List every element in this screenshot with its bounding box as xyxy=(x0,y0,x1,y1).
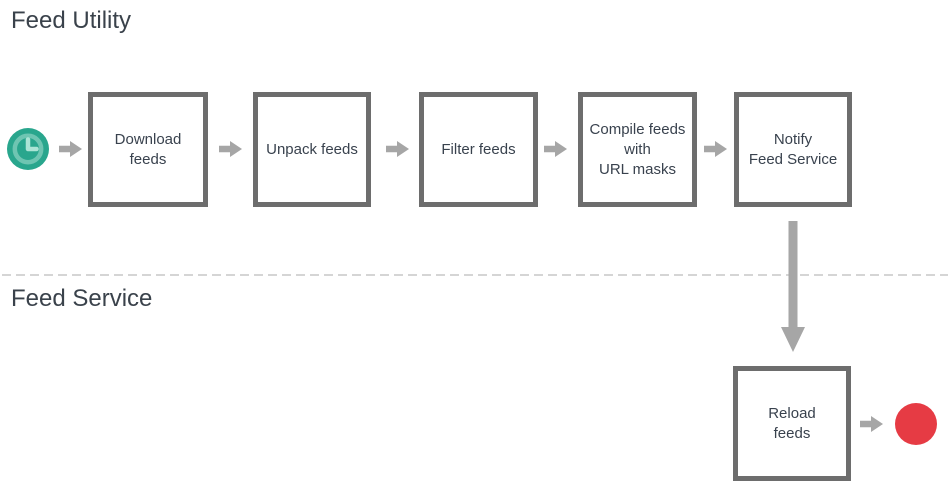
node-label: Notify Feed Service xyxy=(748,130,838,168)
node-unpack-feeds: Unpack feeds xyxy=(253,92,371,207)
node-download-feeds: Download feeds xyxy=(88,92,208,207)
lane-title-feed-service: Feed Service xyxy=(11,285,153,312)
node-reload-feeds: Reload feeds xyxy=(733,366,851,481)
node-label: Reload feeds xyxy=(768,404,816,442)
node-label: Download feeds xyxy=(114,130,182,168)
node-label: Compile feeds with URL masks xyxy=(589,120,686,178)
arrow-start-to-download xyxy=(59,141,82,157)
arrow-filter-to-compile xyxy=(544,141,567,157)
node-compile-feeds-with-url-masks: Compile feeds with URL masks xyxy=(578,92,697,207)
arrow-unpack-to-filter xyxy=(386,141,409,157)
clock-icon xyxy=(7,128,49,170)
red-stop-circle-icon xyxy=(895,403,937,445)
lane-divider xyxy=(2,274,948,276)
node-label: Filter feeds xyxy=(441,140,516,158)
node-label: Unpack feeds xyxy=(266,140,358,158)
arrow-reload-to-end xyxy=(860,416,883,432)
node-filter-feeds: Filter feeds xyxy=(419,92,538,207)
arrow-download-to-unpack xyxy=(219,141,242,157)
arrow-compile-to-notify xyxy=(704,141,727,157)
node-notify-feed-service: Notify Feed Service xyxy=(734,92,852,207)
arrow-notify-to-reload xyxy=(781,221,805,352)
lane-title-feed-utility: Feed Utility xyxy=(11,7,132,34)
